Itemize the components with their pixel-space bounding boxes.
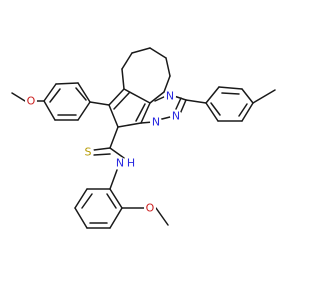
atom-label: S xyxy=(85,146,92,159)
bond xyxy=(117,122,142,128)
bond xyxy=(123,88,151,104)
atom-label: N xyxy=(172,110,180,123)
bond xyxy=(75,87,87,101)
nitrogen-atom-amide: N xyxy=(114,157,126,170)
bond xyxy=(55,82,79,85)
bond xyxy=(113,92,130,110)
bond xyxy=(135,103,146,122)
bond xyxy=(108,104,119,128)
bond xyxy=(109,126,119,149)
atom-label: O xyxy=(146,202,155,215)
bond xyxy=(218,86,243,90)
bond xyxy=(155,207,169,226)
bond xyxy=(81,193,93,209)
bond xyxy=(109,188,123,209)
bond xyxy=(89,101,110,106)
bond xyxy=(49,88,61,103)
bond xyxy=(131,47,151,54)
atom-label: N xyxy=(116,157,124,170)
bond xyxy=(163,75,171,93)
bond xyxy=(252,89,276,104)
bond xyxy=(108,88,125,106)
bond xyxy=(205,102,219,122)
bond xyxy=(179,99,187,115)
bond xyxy=(93,147,111,151)
nitrogen-atom-bridge: N xyxy=(150,116,162,129)
nitrogen-atom-triazole: N xyxy=(170,110,182,123)
bond xyxy=(210,102,221,116)
bond xyxy=(140,102,151,124)
bond xyxy=(121,52,133,70)
bond xyxy=(74,188,88,209)
bond xyxy=(173,95,187,101)
atom-label: N xyxy=(152,116,160,129)
oxygen-atom-left: O xyxy=(25,95,37,108)
bond xyxy=(74,207,88,229)
atom-label-layer: O O S N N N N H xyxy=(25,90,182,215)
bond xyxy=(77,101,91,121)
bond xyxy=(77,82,91,103)
sulfur-atom: S xyxy=(82,146,94,159)
bond xyxy=(109,207,123,229)
oxygen-atom-bottom: O xyxy=(144,202,156,215)
bond xyxy=(106,193,117,209)
bond xyxy=(238,103,248,117)
bond xyxy=(43,83,57,102)
bond-layer xyxy=(11,47,276,229)
bond xyxy=(165,57,171,77)
bond xyxy=(93,153,111,156)
structure-canvas: O O S N N N N H xyxy=(11,47,276,229)
bond xyxy=(241,88,254,104)
atom-label: H xyxy=(127,157,135,170)
bond xyxy=(109,147,125,159)
bond xyxy=(241,102,254,122)
molecule-diagram: O O S N N N N H xyxy=(11,47,276,229)
bond xyxy=(149,91,165,104)
bond xyxy=(109,169,118,190)
hydrogen-atom-amide: H xyxy=(126,157,136,170)
bond xyxy=(43,100,56,121)
bond xyxy=(149,47,167,59)
nitrogen-atom-ring: N xyxy=(164,90,176,103)
atom-label: N xyxy=(166,90,174,103)
bond xyxy=(121,68,125,90)
bond xyxy=(175,97,182,110)
bond xyxy=(221,92,240,95)
bond xyxy=(205,86,220,104)
atom-label: O xyxy=(27,95,36,108)
bond xyxy=(11,92,26,102)
bond xyxy=(185,99,207,104)
